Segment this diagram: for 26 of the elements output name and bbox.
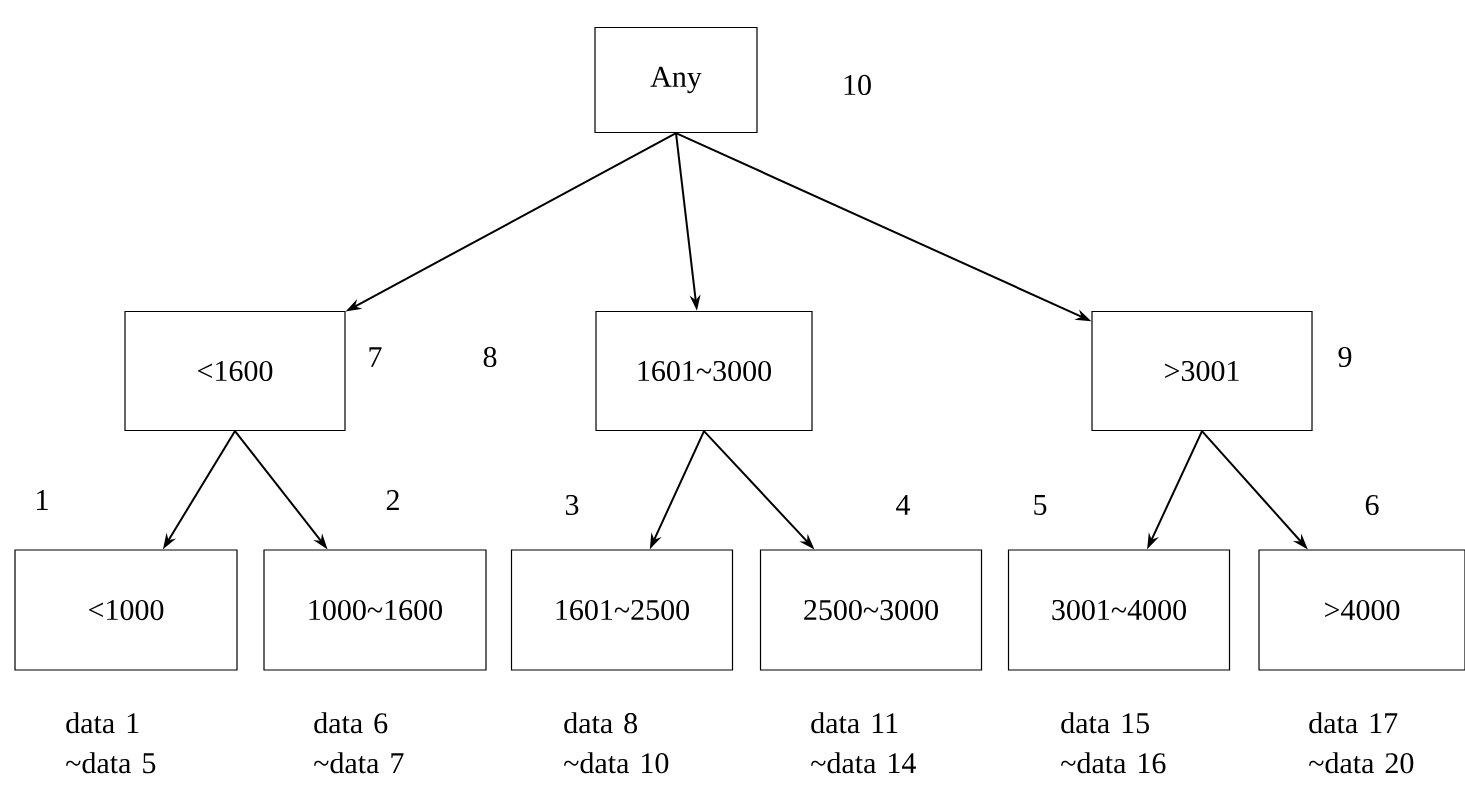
tree-box: 3001~4000 [1007, 549, 1231, 671]
data-range-label: data 17 ~data 20 [1309, 712, 1414, 774]
number-label: 10 [844, 74, 871, 96]
data-range-label: data 6 ~data 7 [314, 712, 404, 774]
number-label: 3 [565, 494, 579, 516]
number-label: 9 [1338, 346, 1352, 368]
tree-box: <1600 [124, 310, 346, 432]
tree-box: Any [594, 26, 758, 134]
data-range-label: data 8 ~data 10 [564, 712, 669, 774]
number-label: 7 [369, 347, 382, 367]
tree-box: >3001 [1091, 310, 1313, 432]
number-label: 1 [37, 490, 48, 510]
tree-box: >4000 [1258, 549, 1465, 671]
number-label: 5 [1034, 495, 1047, 515]
tree-box: 1601~3000 [595, 310, 813, 432]
tree-box: 1000~1600 [263, 549, 487, 671]
number-label: 4 [896, 495, 911, 515]
tree-box: 1601~2500 [510, 549, 734, 671]
number-label: 8 [483, 346, 497, 368]
data-range-label: data 11 ~data 14 [811, 712, 916, 774]
data-range-label: data 15 ~data 16 [1061, 712, 1166, 774]
number-label: 6 [1365, 494, 1379, 516]
data-range-label: data 1 ~data 5 [66, 712, 156, 774]
tree-box: 2500~3000 [759, 549, 983, 671]
tree-box: <1000 [14, 549, 238, 671]
number-label: 2 [386, 490, 399, 510]
